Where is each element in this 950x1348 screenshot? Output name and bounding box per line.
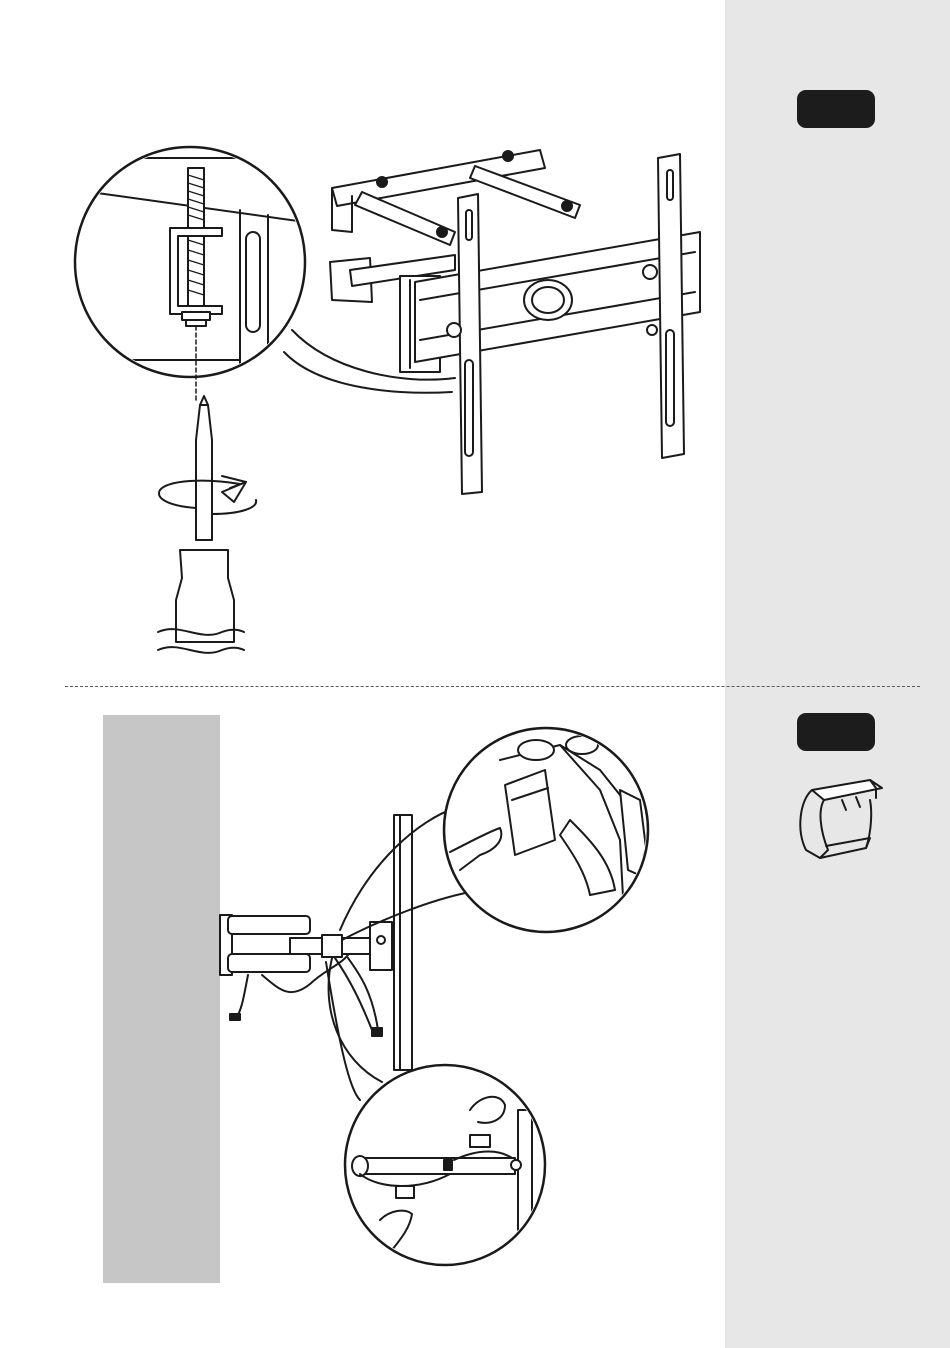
zoom-circle-bolt: [75, 147, 305, 402]
screwdriver-drawing: [158, 396, 256, 653]
side-view-mount: [220, 815, 412, 1070]
wall-panel: [103, 715, 220, 1283]
cable-clip-part-icon: [800, 780, 882, 858]
tv-mount-drawing: [330, 150, 700, 494]
zoom-circle-arm-detail: [345, 1065, 545, 1265]
zoom-circle-clip-detail: [444, 728, 650, 935]
